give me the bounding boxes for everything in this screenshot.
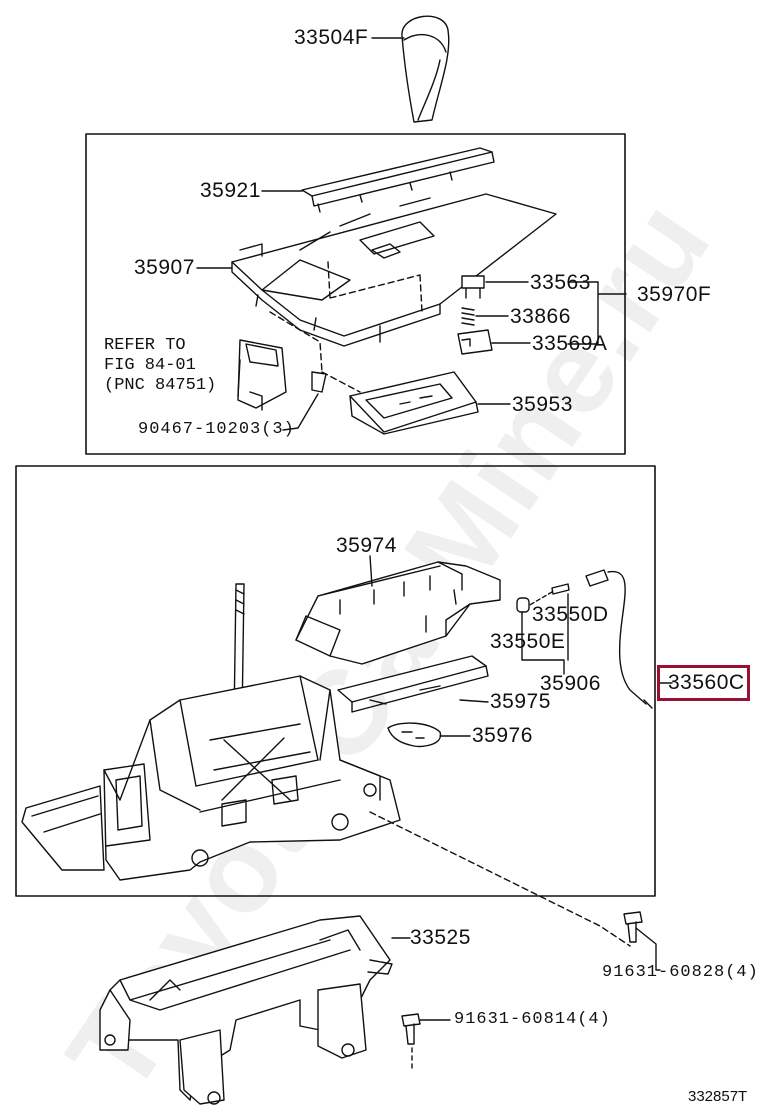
- label-35907[interactable]: 35907: [134, 256, 195, 279]
- label-33560C[interactable]: 33560C: [668, 671, 745, 694]
- label-bolt-60828[interactable]: 91631-60828(4): [602, 963, 759, 982]
- label-knob[interactable]: 33504F: [294, 26, 369, 49]
- label-35921[interactable]: 35921: [200, 179, 261, 202]
- label-33525[interactable]: 33525: [410, 926, 471, 949]
- bolt-60828: [623, 911, 643, 943]
- part-33569A: [457, 329, 493, 355]
- label-35953[interactable]: 35953: [512, 393, 573, 416]
- screw-90467: [311, 371, 327, 393]
- switch-part: [237, 339, 287, 411]
- part-35974: [295, 561, 501, 665]
- lower-group-frame: [15, 465, 656, 897]
- label-33866[interactable]: 33866: [510, 305, 571, 328]
- shift-knob-part: [401, 15, 450, 123]
- label-35975[interactable]: 35975: [490, 690, 551, 713]
- refer-line-1: REFER TO: [104, 336, 186, 355]
- part-35975: [337, 655, 489, 713]
- part-35921: [301, 147, 495, 213]
- label-screw-90467[interactable]: 90467-10203(3): [138, 420, 295, 439]
- label-33550D[interactable]: 33550D: [532, 603, 609, 626]
- part-33525: [99, 915, 393, 1105]
- refer-note[interactable]: REFER TO FIG 84-01 (PNC 84751): [104, 336, 216, 396]
- highlight-box-33560C: [657, 665, 750, 701]
- label-bolt-60814[interactable]: 91631-60814(4): [454, 1010, 611, 1029]
- bolt-60814: [401, 1013, 421, 1045]
- label-35974[interactable]: 35974: [336, 534, 397, 557]
- label-35906[interactable]: 35906: [540, 672, 601, 695]
- label-33569A[interactable]: 33569A: [532, 332, 608, 355]
- label-35976[interactable]: 35976: [472, 724, 533, 747]
- part-33563: [461, 275, 485, 299]
- shift-lever-assembly: [21, 583, 401, 881]
- part-35907: [231, 193, 557, 347]
- drawing-id: 332857T: [688, 1088, 748, 1105]
- refer-line-3: (PNC 84751): [104, 376, 217, 395]
- part-35976: [387, 722, 442, 748]
- part-35953: [349, 371, 479, 435]
- label-33550E[interactable]: 33550E: [490, 630, 566, 653]
- label-33563[interactable]: 33563: [530, 271, 591, 294]
- refer-line-2: FIG 84-01: [104, 356, 196, 375]
- part-33560C: [585, 569, 653, 709]
- label-35970F[interactable]: 35970F: [637, 283, 712, 306]
- part-33866: [461, 307, 475, 326]
